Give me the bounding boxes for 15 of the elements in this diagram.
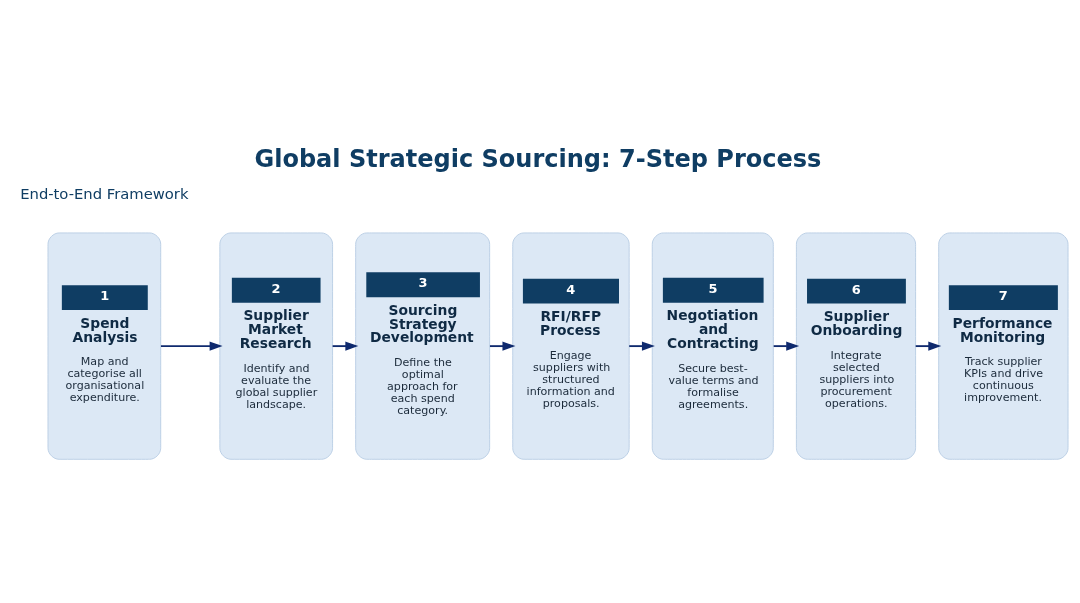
- arrow: [914, 341, 942, 351]
- arrow: [628, 341, 655, 351]
- node-box: 2 Supplier Market Research Identify and evaluate the global supplier landscape.: [219, 231, 334, 460]
- arrow: [160, 341, 223, 351]
- node-box: 1 Spend Analysis Map and categorise all organisational expenditure.: [47, 231, 162, 460]
- diagram-title: Global Strategic Sourcing: 7-Step Process: [254, 144, 822, 173]
- arrow: [489, 341, 516, 351]
- arrow: [331, 341, 359, 351]
- node-box: 4 RFI/RFP Process Engage suppliers with structured information and proposals.: [512, 231, 630, 460]
- node-box: 6 Supplier Onboarding Integrate selected suppliers into procurement operations.: [795, 231, 917, 460]
- node-box: 3 Sourcing Strategy Development Define the optimal approach for each spend category.: [355, 231, 491, 460]
- node-box: 5 Negotiation and Contracting Secure best-value terms and formalise agreements.: [651, 231, 774, 460]
- label: End-to-End Framework: [20, 184, 189, 202]
- node-box: 7 Performance Monitoring Track supplier KPIs and drive continuous improvement.: [938, 231, 1069, 460]
- arrow: [772, 341, 800, 351]
